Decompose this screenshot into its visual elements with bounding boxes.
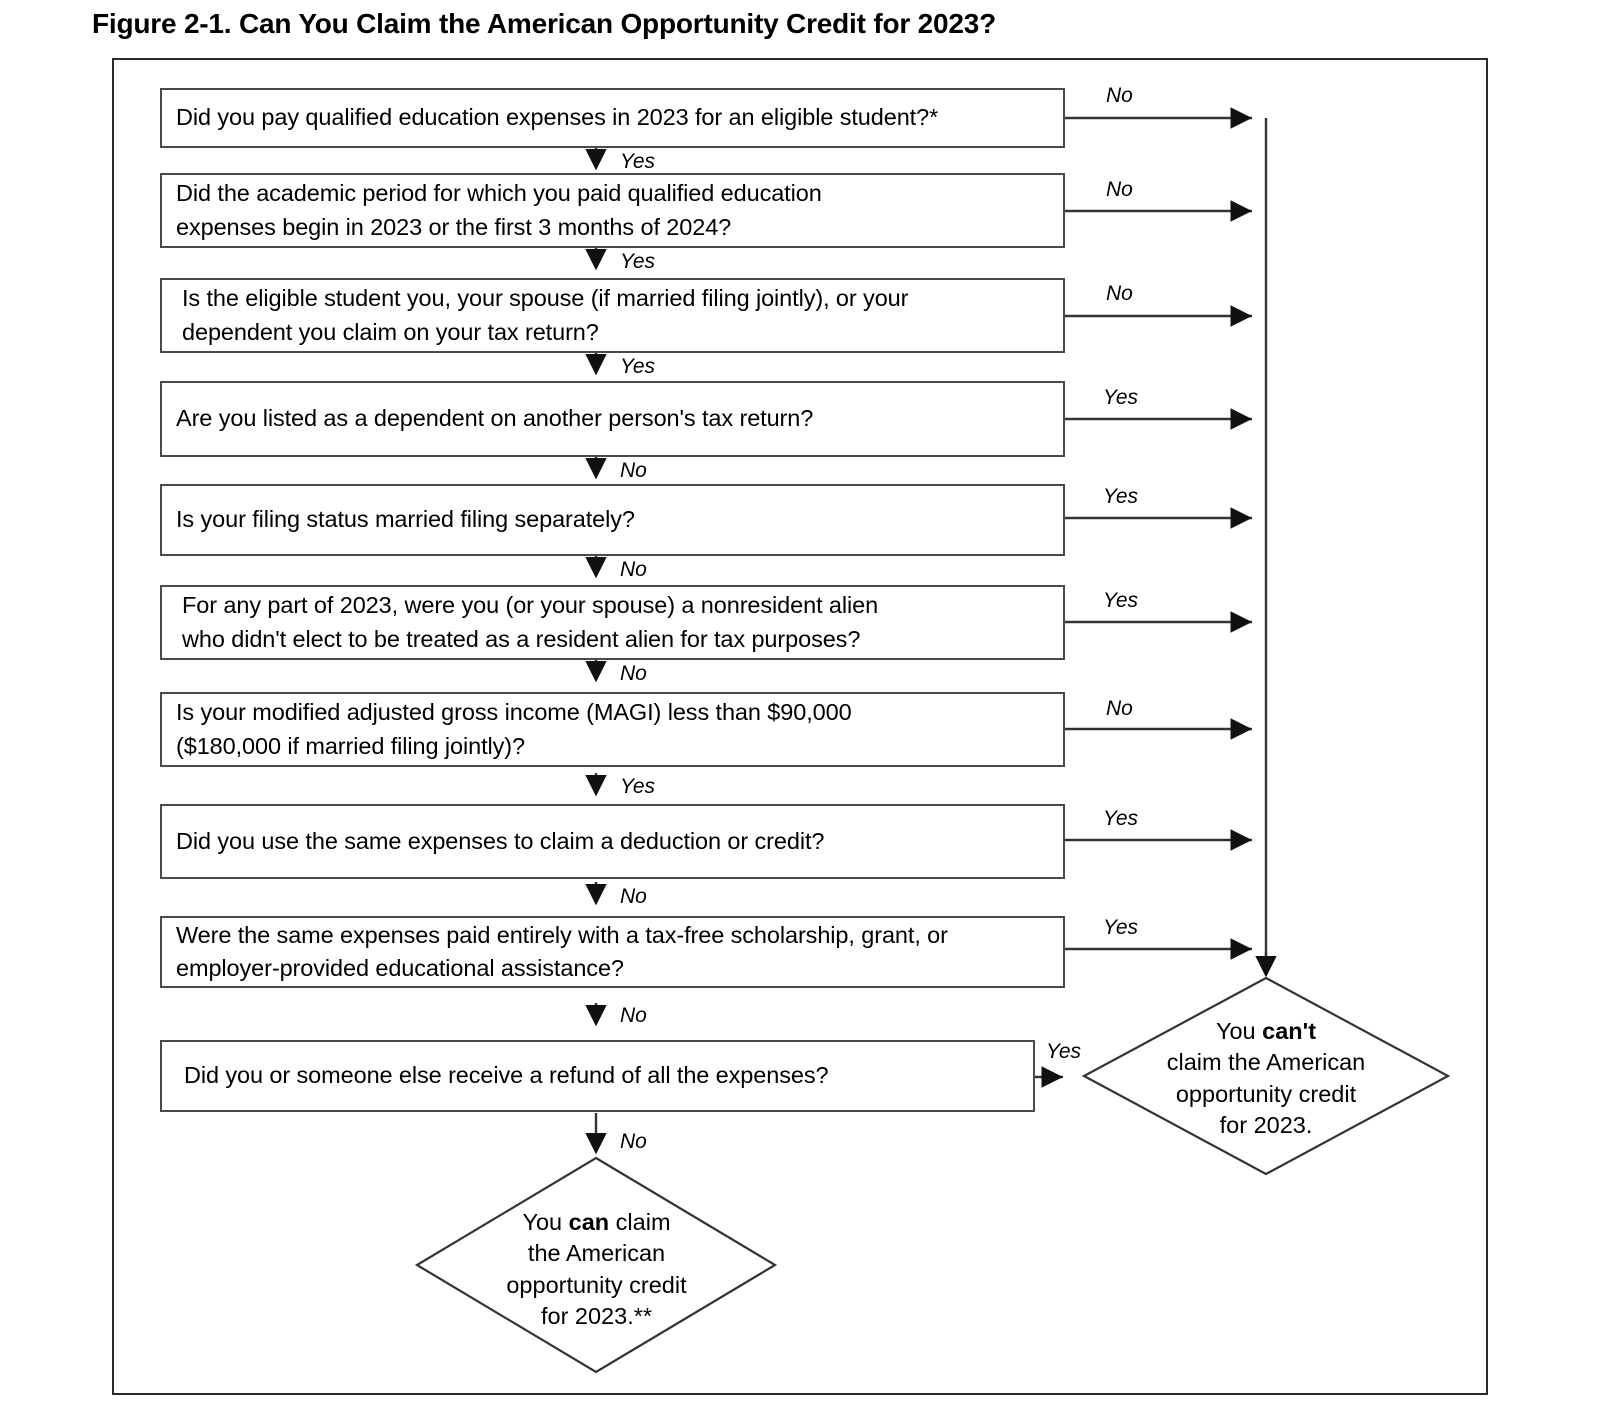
decision-box-3-text: Is the eligible student you, your spouse… [182,282,908,349]
decision-box-9-line1: Were the same expenses paid entirely wit… [176,921,948,948]
decision-box-10-text: Did you or someone else receive a refund… [184,1062,829,1089]
decision-box-8[interactable]: Did you use the same expenses to claim a… [160,804,1065,879]
branch-label-right-1: No [1106,84,1133,107]
branch-label-down-2: Yes [620,250,656,273]
branch-label-right-9: Yes [1103,916,1139,939]
decision-box-2[interactable]: Did the academic period for which you pa… [160,173,1065,248]
decision-box-3[interactable]: Is the eligible student you, your spouse… [160,278,1065,353]
cannot-diamond-shape [1081,976,1451,1176]
decision-box-6-line1: For any part of 2023, were you (or your … [182,592,879,619]
decision-box-2-text: Did the academic period for which you pa… [176,177,822,244]
branch-label-right-7: No [1106,697,1133,720]
branch-label-down-6: No [620,662,647,685]
cannot-diamond-line1: You can't [1215,1018,1317,1044]
decision-box-3-line2: dependent you claim on your tax return? [182,318,599,345]
branch-label-down-7: Yes [620,775,656,798]
branch-label-right-2: No [1106,178,1133,201]
can-diamond-line3: opportunity credit [506,1271,687,1298]
can-diamond-text: You can claim the American opportunity c… [419,1207,774,1332]
branch-label-right-6: Yes [1103,589,1139,612]
decision-box-6-text: For any part of 2023, were you (or your … [182,589,878,656]
decision-box-6-line2: who didn't elect to be treated as a resi… [182,625,861,652]
decision-box-5-text: Is your filing status married filing sep… [176,506,635,533]
decision-box-1[interactable]: Did you pay qualified education expenses… [160,88,1065,148]
can-diamond-line4: for 2023.** [540,1302,653,1329]
can-diamond-shape [414,1156,778,1374]
branch-label-right-5: Yes [1103,485,1139,508]
branch-label-right-4: Yes [1103,386,1139,409]
can-diamond-line2: the American [527,1240,666,1267]
decision-box-8-text: Did you use the same expenses to claim a… [176,827,825,854]
decision-box-4[interactable]: Are you listed as a dependent on another… [160,381,1065,457]
decision-box-3-line1: Is the eligible student you, your spouse… [182,285,909,312]
decision-box-1-text: Did you pay qualified education expenses… [176,104,939,131]
decision-box-7-line2: ($180,000 if married filing jointly)? [176,732,525,759]
decision-box-9-text: Were the same expenses paid entirely wit… [176,919,948,986]
decision-box-9-line2: employer-provided educational assistance… [176,955,624,981]
branch-label-down-4: No [620,459,647,482]
decision-box-7[interactable]: Is your modified adjusted gross income (… [160,692,1065,767]
decision-box-6[interactable]: For any part of 2023, were you (or your … [160,585,1065,660]
decision-box-7-text: Is your modified adjusted gross income (… [176,696,852,763]
decision-box-4-text: Are you listed as a dependent on another… [176,405,814,432]
page-title: Figure 2-1. Can You Claim the American O… [92,8,997,39]
branch-label-down-9: No [620,1004,647,1027]
branch-label-down-1: Yes [620,150,656,173]
can-diamond-line1: You can claim [522,1209,671,1235]
cannot-diamond-text: You can't claim the American opportunity… [1086,1016,1446,1141]
branch-label-down-3: Yes [620,355,656,378]
branch-label-right-3: No [1106,282,1133,305]
cannot-diamond-line4: for 2023. [1219,1111,1313,1138]
branch-label-right-10: Yes [1046,1040,1082,1063]
decision-box-10[interactable]: Did you or someone else receive a refund… [160,1040,1035,1112]
decision-box-2-line1: Did the academic period for which you pa… [176,180,822,207]
decision-box-7-line1: Is your modified adjusted gross income (… [176,699,852,726]
branch-label-down-10: No [620,1130,647,1153]
branch-label-right-8: Yes [1103,807,1139,830]
branch-label-down-8: No [620,885,647,908]
cannot-diamond-line2: claim the American [1166,1049,1366,1076]
cannot-diamond-line3: opportunity credit [1175,1080,1357,1107]
decision-box-2-line2: expenses begin in 2023 or the first 3 mo… [176,213,732,240]
decision-box-5[interactable]: Is your filing status married filing sep… [160,484,1065,556]
decision-box-9[interactable]: Were the same expenses paid entirely wit… [160,916,1065,988]
branch-label-down-5: No [620,558,647,581]
